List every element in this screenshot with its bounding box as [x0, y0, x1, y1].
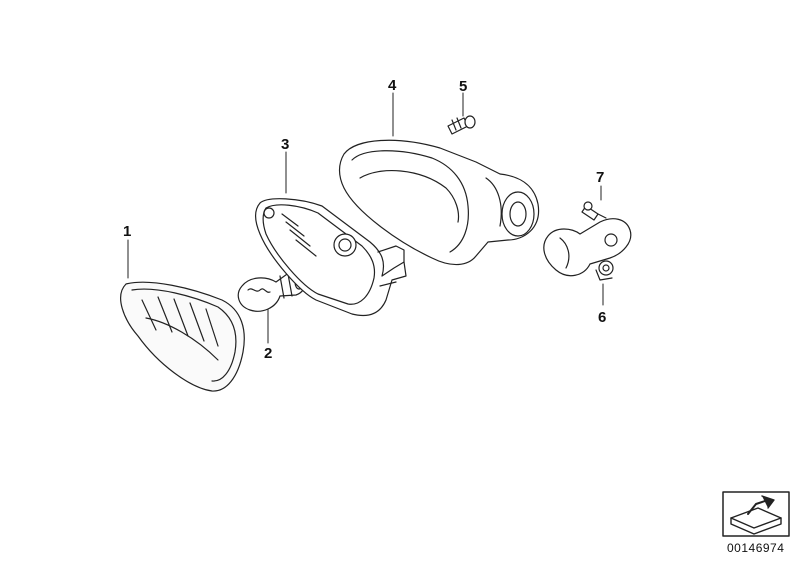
callout-1: 1 — [123, 223, 132, 240]
callout-2: 2 — [264, 345, 273, 362]
housing-part — [338, 139, 540, 266]
callout-4: 4 — [388, 77, 397, 94]
callout-6: 6 — [598, 309, 607, 326]
lens-part — [120, 281, 245, 392]
screw-part-small — [581, 201, 607, 221]
bracket-part — [543, 218, 632, 281]
reflector-part — [254, 198, 407, 317]
catalog-arrow-icon — [722, 491, 790, 537]
document-number: 00146974 — [727, 541, 785, 555]
callout-7: 7 — [596, 169, 605, 186]
screw-part — [447, 115, 476, 135]
callout-3: 3 — [281, 136, 290, 153]
callout-5: 5 — [459, 78, 468, 95]
